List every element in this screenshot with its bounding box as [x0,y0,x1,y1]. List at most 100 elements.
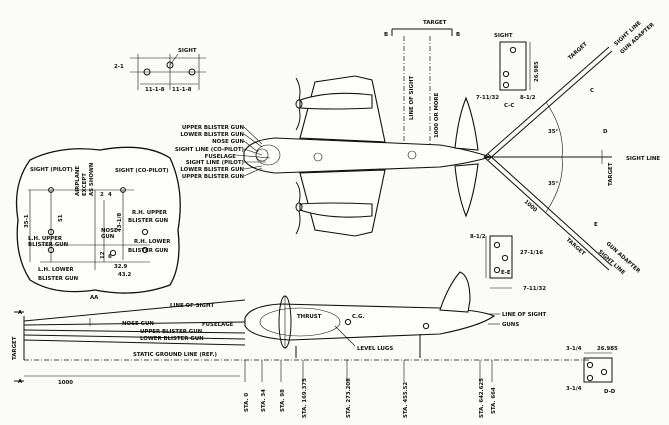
propeller-upper-icon [295,77,303,131]
lh-upper-gun-icon [47,228,55,236]
side-view-lines [14,299,590,382]
detail-cc-label: C-C [504,103,514,109]
detail-ee-dim-top: 27-1/16 [520,250,543,256]
section-b-left: B [384,32,388,38]
propeller-lower-icon [295,181,303,235]
gun-point-icon [501,254,509,262]
side-guns: GUNS [502,322,519,328]
detail-ee-dim-bottom: 7-11/32 [523,286,546,292]
angular-fan: SIGHT LINE GUN ADAPTER TARGET SIGHT LINE… [483,20,660,276]
aa-rh-upper-a: R.H. UPPER [132,210,168,216]
aa-except: EXCEPT [82,173,88,196]
sight-hole-icon [166,61,174,69]
callout-upper-blister-2: UPPER BLISTER GUN [182,174,245,180]
cg-marker-icon [344,318,352,326]
aa-label: AA [90,295,99,301]
detail-cc-dim-right: 8-1/2 [520,95,536,101]
aa-dim-329: 32.9 [114,264,128,270]
side-range-1000: 1000 [58,380,73,386]
station-34: STA. 34 [261,389,267,412]
detail-ee-dim-v: 8-1/2 [470,234,486,240]
callout-lower-blister: LOWER BLISTER GUN [180,132,244,138]
sight-label: SIGHT [178,48,197,54]
right-target: TARGET [608,162,614,186]
detail-dd-dim-bottom: 3-1/4 [566,386,582,392]
sight-pilot-point-icon [48,187,54,193]
station-98: STA. 98 [280,389,286,412]
rh-upper-gun-icon [141,228,149,236]
nacelle-upper [299,92,373,110]
aa-dim-43: 43-1/8 [117,213,123,232]
angle-lower: 35° [548,181,559,187]
top-target-label: TARGET [423,20,447,26]
plan-tail-lower [454,163,479,218]
station-455: STA. 455.52 [403,382,409,418]
aa-rh-lower-b: BLISTER GUN [128,248,169,254]
side-nacelle [259,307,341,337]
station-664: STA. 664 [491,387,497,414]
aa-dim-6: 6 [108,254,112,260]
detail-ee-label: E-E [501,270,511,276]
gun-point-icon [502,81,510,89]
side-level-lugs: LEVEL LUGS [357,346,393,352]
callout-fuselage: FUSELAGE [205,154,237,160]
aa-nose-a: NOSE [101,228,118,234]
aa-rh-upper-b: BLISTER GUN [128,218,169,224]
side-thrust: THRUST [297,314,322,320]
plan-tail-upper [454,96,479,151]
detail-ee: 8-1/2 27-1/16 7-11/32 E-E [470,234,546,292]
rh-lower-gun-icon [141,246,149,254]
side-marker-a: A [18,310,23,316]
side-target: TARGET [12,336,18,360]
side-fuselage: FUSELAGE [202,322,234,328]
aa-sight-pilot: SIGHT (PILOT) [30,167,73,173]
top-target-marker: TARGET B B LINE OF SIGHT 1000 OR MORE [384,20,460,152]
detail-cc-dim-v: 26.985 [534,61,540,82]
plan-view-aircraft [235,75,492,237]
side-lower-blister: LOWER BLISTER GUN [140,336,204,342]
marker-c: C [590,88,594,94]
side-view-labels: LINE OF SIGHT NOSE GUN FUSELAGE UPPER BL… [12,303,546,418]
angle-upper: 35° [548,129,559,135]
aa-airplane: AIRPLANE [75,166,81,196]
side-tail-fin [439,271,471,313]
upper-target: TARGET [567,41,589,61]
aa-as-shown: AS SHOWN [89,162,95,196]
lh-lower-gun-icon [47,246,55,254]
aa-dim-51: 51 [58,214,64,222]
gun-point-icon [586,374,594,382]
sight-hole-icon [143,68,151,76]
callout-nose-gun: NOSE GUN [212,139,244,145]
range-1000-diag: 1000 [523,199,538,214]
gun-point-icon [502,70,510,78]
marker-e: E [594,222,598,228]
detail-dd-dim-top: 3-1/4 [566,346,582,352]
aa-dim-432: 43.2 [118,272,132,278]
sight-hole-icon [188,68,196,76]
dim-left: 11-1-8 [145,87,165,93]
marker-d: D [603,129,608,135]
level-lug-icon [422,322,430,330]
side-fuselage [244,303,496,341]
station-169: STA. 169.375 [302,378,308,418]
plan-fuselage [243,137,492,174]
sight-line-label: SIGHT LINE [626,156,660,162]
range-1000-or-more: 1000 OR MORE [434,92,440,138]
aa-sight-copilot: SIGHT (CO-PILOT) [115,168,169,174]
detail-cc-dim-left: 7-11/32 [476,95,499,101]
side-line-of-sight-right: LINE OF SIGHT [502,312,546,318]
gun-point-icon [586,361,594,369]
side-upper-blister: UPPER BLISTER GUN [140,329,203,335]
detail-cc: SIGHT 26.985 7-11/32 8-1/2 C-C [476,33,540,109]
gun-point-icon [509,46,517,54]
plan-callouts: UPPER BLISTER GUN LOWER BLISTER GUN NOSE… [175,125,245,180]
side-nose-gun: NOSE GUN [122,321,154,327]
station-642: STA. 642.625 [479,378,485,418]
nacelle-lower [299,202,373,218]
side-marker-a2: A [18,379,23,385]
aa-dim-2-top: 2 [100,192,104,198]
station-0: STA. 0 [244,393,250,412]
station-273: STA. 273.208 [346,378,352,418]
aa-dim-12: 12 [100,251,106,259]
